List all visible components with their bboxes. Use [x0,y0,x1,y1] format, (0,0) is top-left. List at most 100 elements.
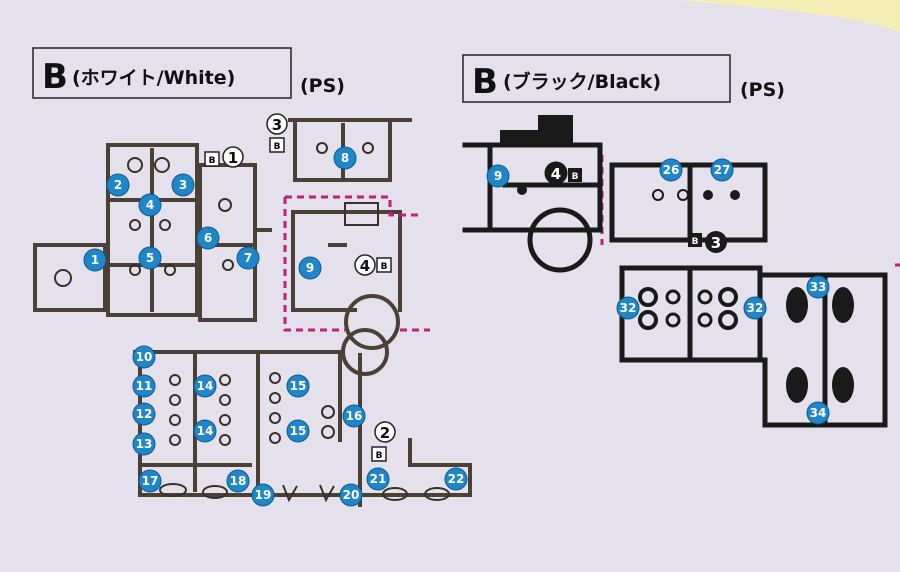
white-part-number: 10 [136,350,153,364]
white-part-number: 15 [290,424,307,438]
black-part-number: 33 [810,280,827,294]
section-badge-4-text: 4 [360,257,370,275]
white-part-number: 8 [341,151,349,165]
white-part-badge [132,432,156,456]
white-part-number: 20 [343,488,360,502]
white-part-badge [286,374,310,398]
black-b-mark-4-text: B [572,172,579,182]
black-part-number: 9 [494,169,502,183]
black-part-badge [743,296,767,320]
section-badge-2 [374,421,396,443]
left-runner-material: (PS) [300,75,345,97]
b-mark-4 [376,257,392,273]
white-part-badge [193,374,217,398]
white-part-badge [193,419,217,443]
white-part-badge [106,173,130,197]
white-part-number: 5 [146,251,154,265]
right-section-markers: 4 B B 3 [544,161,727,253]
white-part-number: 3 [179,178,187,192]
white-part-number: 18 [230,474,247,488]
black-section-badge-3 [705,231,727,253]
white-part-badge [196,226,220,250]
black-part-number: 27 [714,163,731,177]
white-part-badge [132,374,156,398]
white-part-number: 19 [255,488,272,502]
black-section-badge-4-text: 4 [551,165,561,183]
b-mark-3 [269,137,285,153]
white-part-badge [444,467,468,491]
white-part-number: 14 [197,379,214,393]
section-badge-3 [266,113,288,135]
right-title-box [462,54,731,103]
section-badge-1-text: 1 [228,149,238,167]
black-section-badge-4 [544,161,568,185]
white-part-number: 6 [204,231,212,245]
black-part-number: 32 [620,301,637,315]
white-part-badge [138,246,162,270]
right-runner-header: B (ブラック/Black) (PS) [462,54,785,103]
white-part-badge [366,467,390,491]
white-part-badge [236,246,260,270]
white-part-number: 16 [346,409,363,423]
section-badge-4 [354,254,376,276]
black-part-badge [616,296,640,320]
b-mark-2 [371,446,387,462]
b-mark-1 [204,151,220,167]
left-runner-header: B (ホワイト/White) (PS) [32,47,345,99]
white-part-number: 14 [197,424,214,438]
white-part-number: 11 [136,379,153,393]
white-part-badge [132,345,156,369]
section-badge-2-text: 2 [380,424,390,442]
b-mark-4-text: B [381,262,388,272]
white-part-badge [333,146,357,170]
black-runner-parts [500,115,854,403]
left-title-box [32,47,292,99]
white-part-badge [226,469,250,493]
white-part-number: 2 [114,178,122,192]
white-part-badge [286,419,310,443]
right-runner-name: (ブラック/Black) [503,70,661,93]
b-mark-3-text: B [274,142,281,152]
white-part-badge [342,404,366,428]
white-part-badge [251,483,275,507]
section-badge-1 [222,146,244,168]
white-part-number: 17 [142,474,159,488]
black-b-mark-3 [688,233,702,247]
black-part-badge [806,401,830,425]
yellow-accent-shape [680,0,900,32]
white-part-badge [132,402,156,426]
black-part-badge [806,275,830,299]
white-part-number: 12 [136,407,153,421]
b-mark-2-text: B [376,451,383,461]
left-runner-name: (ホワイト/White) [72,67,235,89]
white-part-badge [339,483,363,507]
white-part-badge [171,173,195,197]
left-runner-letter: B [42,57,68,97]
black-part-number: 34 [810,406,827,420]
right-runner-letter: B [472,62,498,102]
white-part-number: 15 [290,379,307,393]
black-part-number: 32 [747,301,764,315]
white-runner-parts [54,142,450,503]
black-part-badges: 9 26 27 32 32 33 34 [486,158,830,425]
left-section-markers: B 1 B 3 4 B 2 B [204,113,396,462]
right-runner-material: (PS) [740,79,785,101]
white-part-badge [138,469,162,493]
white-part-number: 13 [136,437,153,451]
b-mark-1-text: B [209,156,216,166]
white-part-badge [83,248,107,272]
white-part-number: 7 [244,251,252,265]
black-part-number: 26 [663,163,680,177]
white-part-badge [298,256,322,280]
white-runner-frame [33,118,472,507]
black-b-mark-3-text: B [692,237,699,247]
white-part-badge [138,193,162,217]
black-part-badge [659,158,683,182]
section-badge-3-text: 3 [272,116,282,134]
white-part-number: 1 [91,253,99,267]
black-part-badge [486,164,510,188]
black-b-mark-4 [568,168,582,182]
